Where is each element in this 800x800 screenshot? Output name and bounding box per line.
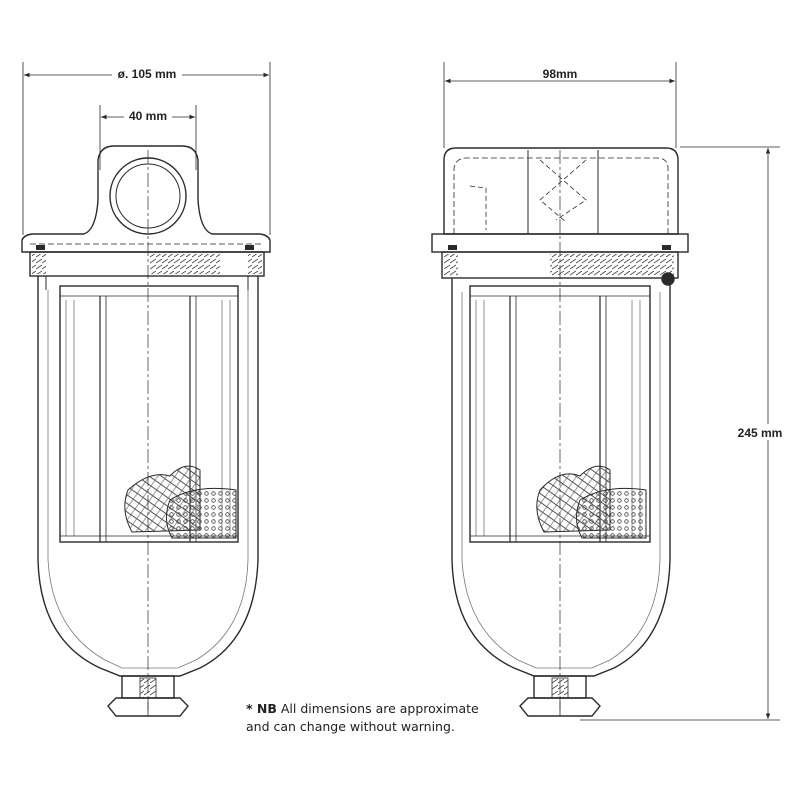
left-front-view [21, 62, 271, 717]
right-side-view [431, 62, 780, 721]
drain-nut [519, 697, 601, 717]
filter-cap [443, 147, 679, 235]
cap-inlet-channel [527, 150, 599, 234]
filter-element [59, 285, 239, 543]
threaded-collar [29, 251, 265, 277]
filter-perforated-cutaway [166, 487, 237, 539]
filter-head [21, 145, 271, 253]
note-line-2: and can change without warning. [246, 719, 455, 734]
drain-nut [107, 697, 189, 717]
dimension-label-width: 98mm [543, 67, 578, 81]
dimension-label-height: 245 mm [738, 426, 783, 440]
bleed-screw [661, 272, 675, 286]
filter-perforated-cutaway [576, 487, 647, 539]
note-line-1: All dimensions are approximate [280, 701, 479, 716]
disclaimer-note: * NB All dimensions are approximate and … [246, 700, 506, 736]
note-marker: * NB [246, 701, 277, 716]
dimension-label-inlet: 40 mm [129, 109, 167, 123]
dimension-label-diameter: ø. 105 mm [118, 67, 177, 81]
